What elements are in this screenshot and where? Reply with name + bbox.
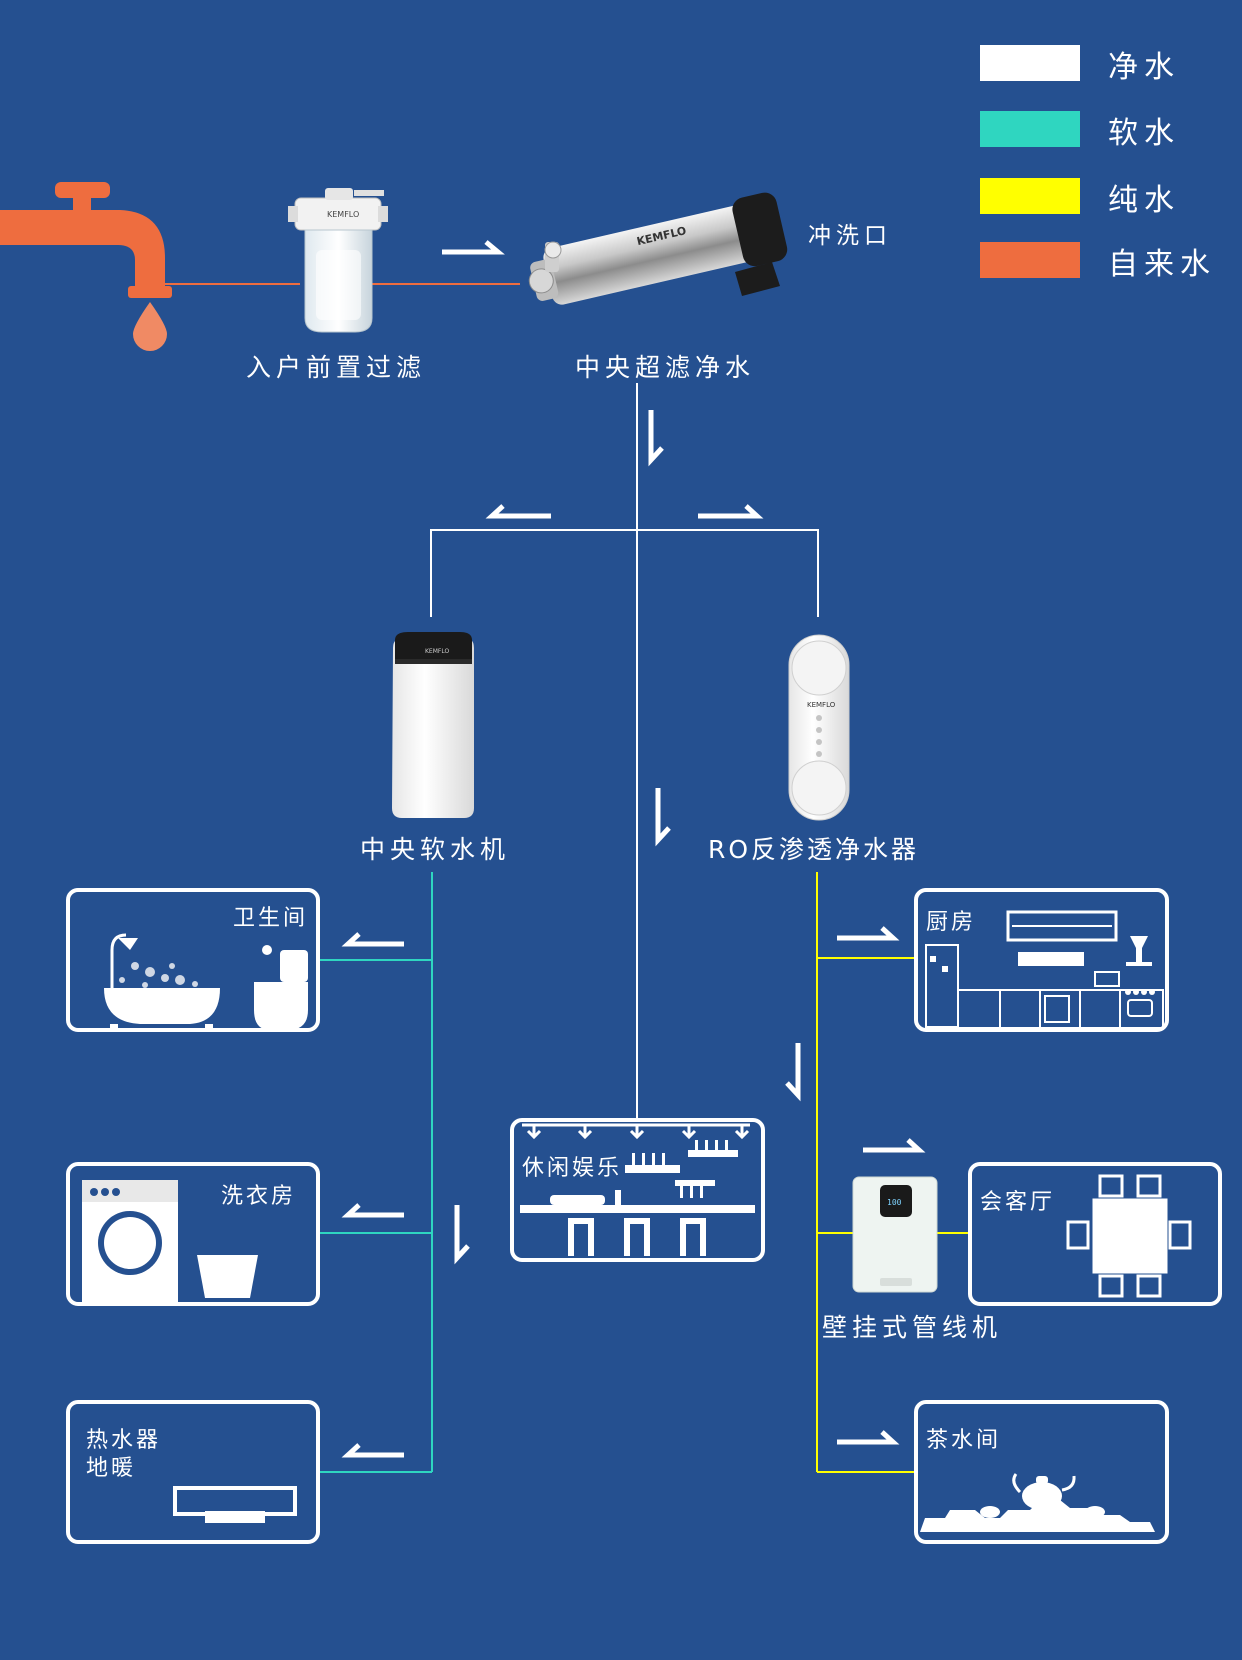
soft-water-pipe [320, 872, 433, 1473]
label-ro: RO反渗透净水器 [708, 835, 920, 864]
room-heater: 热水器 地暖 [66, 1400, 320, 1544]
legend-swatch-soft [980, 111, 1080, 147]
ro-purifier-icon: KEMFLO [788, 634, 850, 821]
room-kitchen: 厨房 [914, 888, 1169, 1032]
svg-text:KEMFLO: KEMFLO [425, 648, 449, 655]
legend-label-tap: 自来水 [1108, 247, 1216, 282]
tea-scene [920, 1473, 1155, 1532]
room-title-kitchen: 厨房 [926, 910, 977, 935]
svg-text:KEMFLO: KEMFLO [327, 210, 359, 219]
room-title-bathroom: 卫生间 [232, 906, 308, 931]
room-living: 会客厅 [968, 1162, 1222, 1306]
flow-arrow [442, 240, 505, 255]
room-title-floor-heating: 地暖 [86, 1456, 137, 1481]
laundry-scene [82, 1180, 258, 1302]
bathroom-scene [104, 933, 308, 1032]
pure-water-pipe [816, 872, 968, 1473]
room-title-living: 会客厅 [980, 1190, 1056, 1215]
room-leisure: 休闲娱乐 [510, 1118, 765, 1262]
leisure-scene [520, 1123, 755, 1256]
room-title-heater: 热水器 [86, 1428, 162, 1453]
label-softener: 中央软水机 [360, 835, 511, 864]
legend-swatch-pure [980, 178, 1080, 214]
legend-swatch-tap [980, 242, 1080, 278]
svg-text:KEMFLO: KEMFLO [807, 701, 836, 709]
legend-swatch-clean [980, 45, 1080, 81]
label-prefilter: 入户前置过滤 [246, 353, 427, 382]
flow-arrow [785, 926, 926, 1445]
room-title-tea: 茶水间 [926, 1428, 1002, 1453]
flow-arrow [485, 410, 764, 847]
room-title-leisure: 休闲娱乐 [522, 1156, 623, 1181]
softener-icon: KEMFLO [392, 632, 474, 818]
label-flush-port: 冲洗口 [808, 223, 892, 249]
heater-scene [173, 1486, 297, 1523]
svg-text:100: 100 [887, 1198, 902, 1207]
flow-arrow [341, 932, 470, 1458]
room-laundry: 洗衣房 [66, 1162, 320, 1306]
room-bathroom: 卫生间 [66, 888, 320, 1032]
kitchen-scene [925, 910, 1164, 1029]
ultrafilter-icon: KEMFLO [528, 192, 788, 305]
legend-label-soft: 软水 [1108, 116, 1180, 151]
room-title-laundry: 洗衣房 [220, 1184, 296, 1209]
faucet-icon [0, 182, 172, 351]
legend-label-pure: 纯水 [1108, 183, 1180, 218]
legend-label-clean: 净水 [1108, 50, 1180, 85]
living-scene [1066, 1174, 1192, 1298]
clean-water-pipe [430, 383, 819, 1118]
label-wall-unit: 壁挂式管线机 [822, 1313, 1003, 1342]
label-ultrafilter: 中央超滤净水 [575, 353, 756, 382]
room-tea: 茶水间 [914, 1400, 1169, 1544]
prefilter-icon: KEMFLO [288, 188, 388, 333]
wall-dispenser-icon: 100 [852, 1176, 938, 1293]
